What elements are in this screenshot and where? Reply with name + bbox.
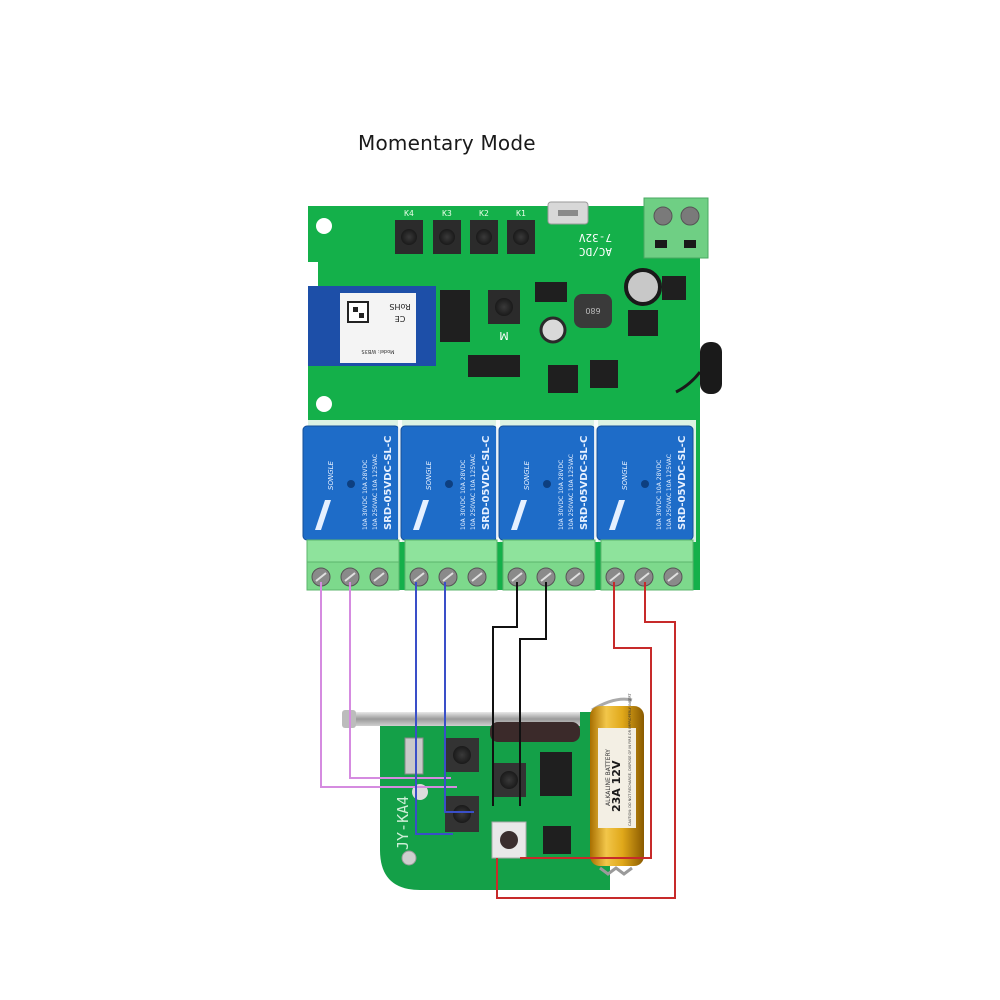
terminal-block-1 bbox=[306, 539, 400, 591]
screw bbox=[401, 850, 417, 866]
ic-chip bbox=[590, 360, 618, 388]
battery-type: ALKALINE BATTERY bbox=[605, 749, 612, 806]
svg-text:7-32V: 7-32V bbox=[579, 231, 612, 244]
songle-logo-icon bbox=[609, 500, 625, 530]
battery: ALKALINE BATTERY 23A 12V CAUTION: DO NOT… bbox=[590, 693, 644, 876]
remote-button-a[interactable] bbox=[445, 738, 479, 772]
label-k1: K1 bbox=[516, 209, 526, 218]
svg-text:AC/DC: AC/DC bbox=[579, 245, 612, 258]
relay-brand: SONGLE bbox=[425, 460, 433, 490]
wire-relay3-b bbox=[519, 582, 547, 806]
relay-rating: 10A 30VDC 10A 28VDC bbox=[362, 460, 369, 530]
channel-buttons: K4 K3 K2 K1 bbox=[395, 209, 535, 254]
relay-rating: 10A 30VDC 10A 28VDC bbox=[460, 460, 467, 530]
encoder-ic bbox=[540, 752, 572, 796]
wire-relay1-b bbox=[349, 582, 451, 779]
wire-relay3-a bbox=[492, 582, 518, 806]
relay-brand: SONGLE bbox=[523, 460, 531, 490]
inductor-marking: 680 bbox=[585, 306, 600, 315]
relay-model: SRD-05VDC-SL-C bbox=[677, 436, 688, 530]
wires bbox=[320, 582, 676, 899]
terminal-block-2 bbox=[404, 539, 498, 591]
remote-model-label: JY-KA4 bbox=[394, 796, 412, 850]
diagram-title: Momentary Mode bbox=[358, 131, 536, 155]
relay-board: K4 K3 K2 K1 7-32V AC/DC RoHS bbox=[296, 197, 722, 591]
relay-brand: SONGLE bbox=[621, 460, 629, 490]
button-k3[interactable] bbox=[433, 220, 461, 254]
relay-model: SRD-05VDC-SL-C bbox=[579, 436, 590, 530]
songle-logo-icon bbox=[413, 500, 429, 530]
ic-chip bbox=[440, 290, 470, 342]
relay-rating: 10A 250VAC 10A 125VAC bbox=[372, 454, 379, 530]
antenna-coil bbox=[490, 722, 580, 742]
mode-button[interactable] bbox=[488, 290, 520, 324]
relay-rating: 10A 250VAC 10A 125VAC bbox=[666, 454, 673, 530]
battery-caution: CAUTION: DO NOT RECHARGE, DISPOSE OF IN … bbox=[628, 693, 632, 826]
regulator bbox=[535, 282, 567, 302]
capacitor-large bbox=[624, 268, 662, 306]
wire-relay2-a bbox=[415, 582, 453, 835]
label-k3: K3 bbox=[442, 209, 452, 218]
label-k4: K4 bbox=[404, 209, 414, 218]
rohs-mark: RoHS bbox=[389, 302, 410, 311]
rf-remote: JY-KA4 ALKALINE BATTERY 23A 12V CAUTION:… bbox=[342, 693, 644, 890]
rf-ic bbox=[543, 826, 571, 854]
wire-relay4-b bbox=[496, 582, 676, 899]
battery-spring bbox=[599, 866, 633, 876]
button-k2[interactable] bbox=[470, 220, 498, 254]
wire-relay4-a bbox=[520, 582, 652, 859]
relay-rating: 10A 250VAC 10A 125VAC bbox=[568, 454, 575, 530]
relay-model: SRD-05VDC-SL-C bbox=[383, 436, 394, 530]
terminal-block-3 bbox=[502, 539, 596, 591]
label-k2: K2 bbox=[479, 209, 489, 218]
songle-logo-icon bbox=[511, 500, 527, 530]
relay-rating: 10A 30VDC 10A 28VDC bbox=[558, 460, 565, 530]
ic-chip bbox=[548, 365, 578, 393]
power-label: 7-32V AC/DC bbox=[579, 231, 612, 258]
battery-model: 23A 12V bbox=[610, 760, 623, 812]
ic-chip bbox=[468, 355, 520, 377]
relay-rating: 10A 30VDC 10A 28VDC bbox=[656, 460, 663, 530]
button-k1[interactable] bbox=[507, 220, 535, 254]
mount-hole bbox=[316, 218, 332, 234]
wire-relay2-b bbox=[444, 582, 474, 813]
relay-brand: SONGLE bbox=[327, 460, 335, 490]
power-terminal bbox=[643, 197, 709, 259]
ce-mark: CE bbox=[395, 314, 406, 323]
antenna-coil bbox=[700, 342, 722, 394]
songle-logo-icon bbox=[315, 500, 331, 530]
mount-hole bbox=[316, 396, 332, 412]
inductor bbox=[574, 294, 612, 328]
module-model: Model: WB3S bbox=[361, 348, 394, 354]
remote-button-d[interactable] bbox=[491, 821, 527, 859]
wifi-module: RoHS CE Model: WB3S bbox=[308, 286, 436, 366]
relay-rating: 10A 250VAC 10A 125VAC bbox=[470, 454, 477, 530]
remote-button-b[interactable] bbox=[445, 796, 479, 832]
capacitor-small bbox=[539, 316, 567, 344]
wire-relay1-a bbox=[320, 582, 457, 788]
mode-button-label: M bbox=[499, 329, 509, 342]
button-k4[interactable] bbox=[395, 220, 423, 254]
crystal bbox=[404, 737, 424, 775]
ic-chip bbox=[628, 310, 658, 336]
relay-model: SRD-05VDC-SL-C bbox=[481, 436, 492, 530]
